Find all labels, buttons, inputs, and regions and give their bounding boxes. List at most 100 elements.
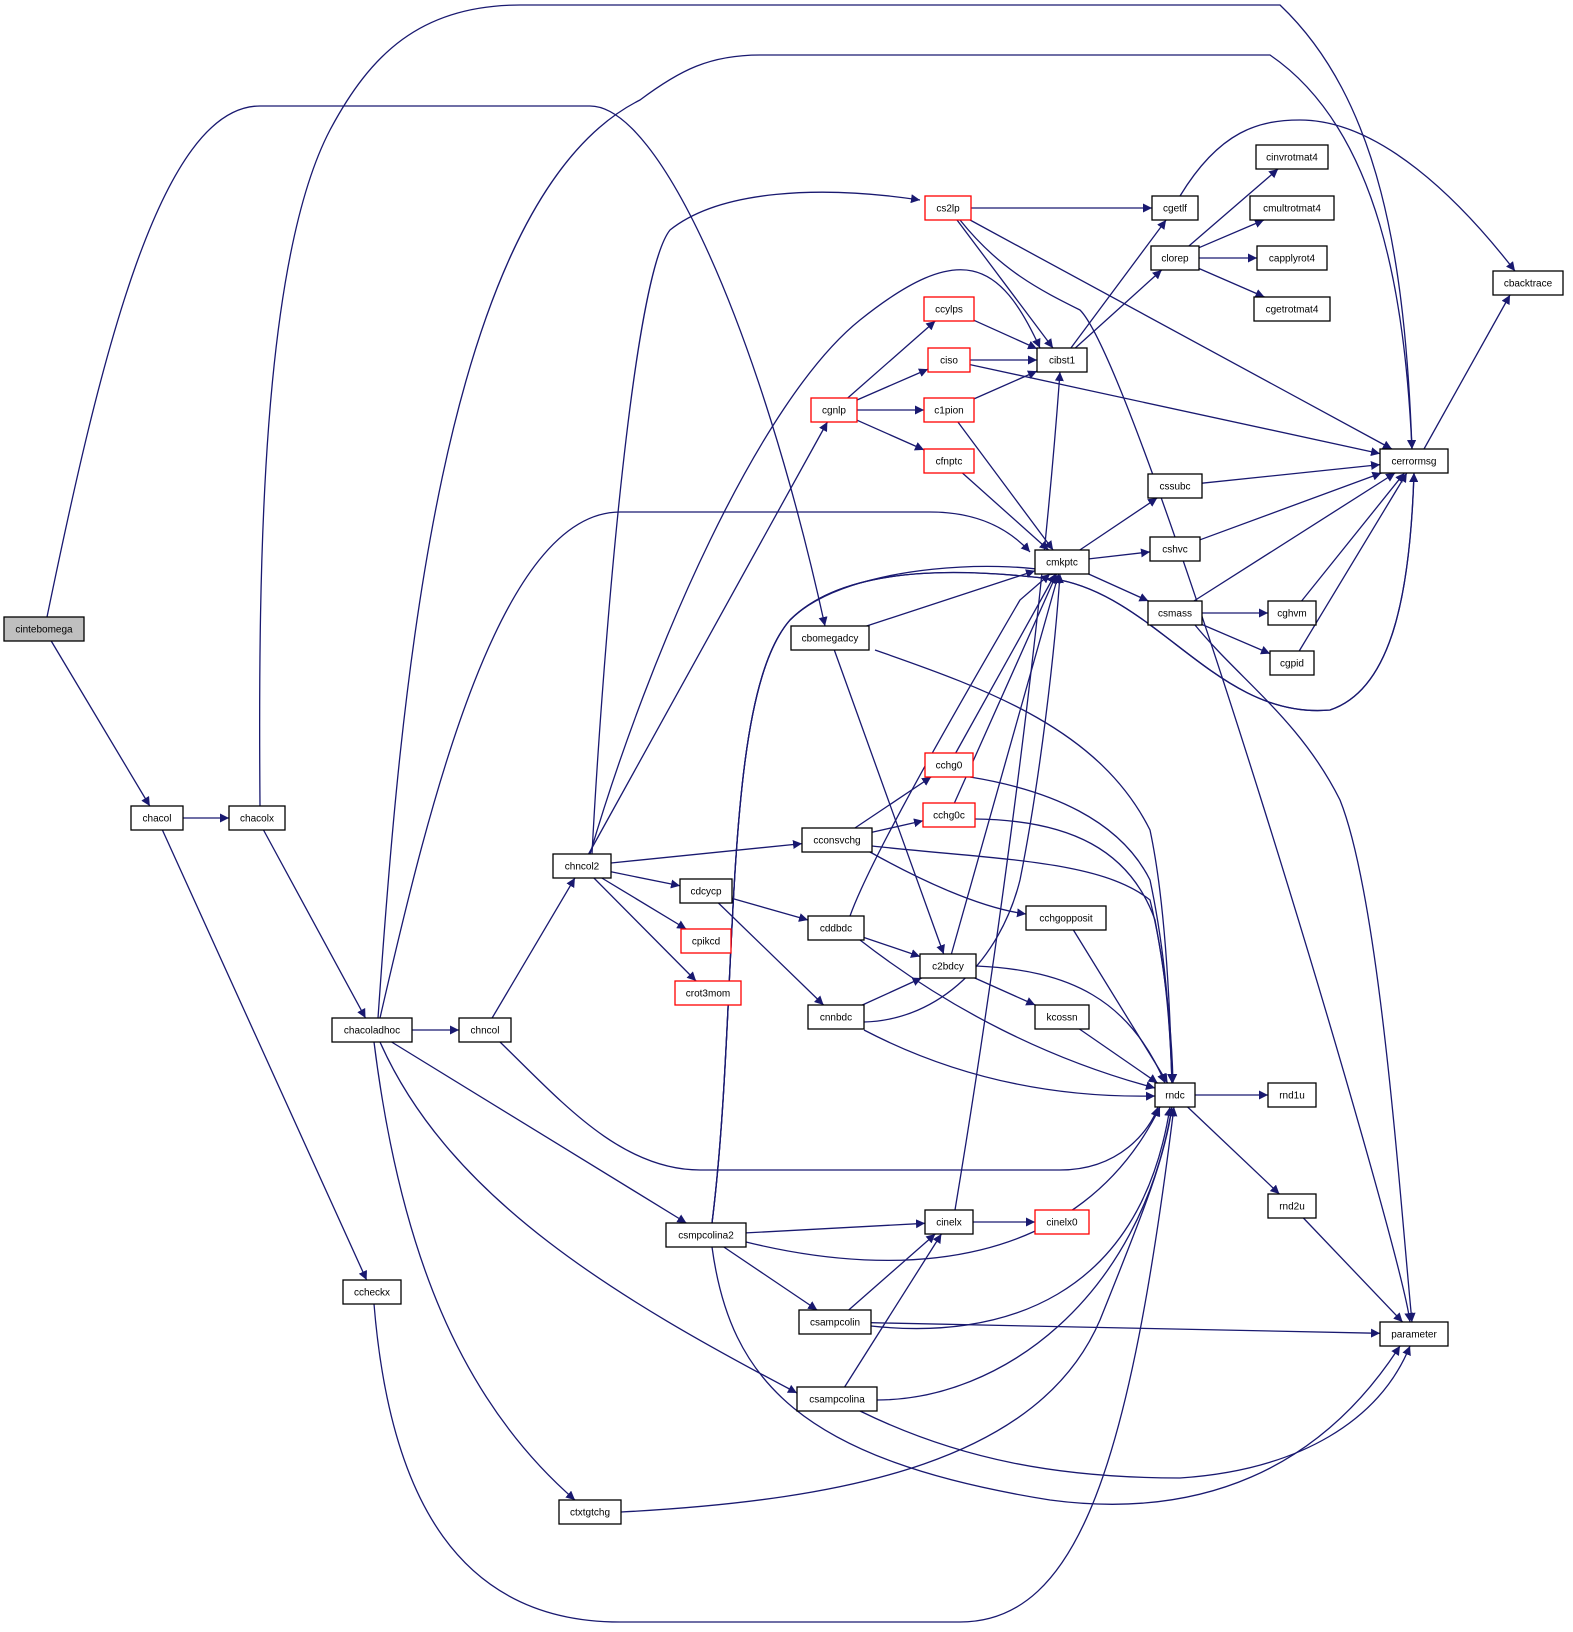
node-cgetrotmat4[interactable]: cgetrotmat4 bbox=[1253, 296, 1331, 322]
node-cs2lp[interactable]: cs2lp bbox=[924, 195, 972, 221]
node-cibst1[interactable]: cibst1 bbox=[1036, 347, 1088, 373]
node-box[interactable] bbox=[1253, 296, 1331, 322]
node-cinelx0[interactable]: cinelx0 bbox=[1034, 1209, 1090, 1235]
node-rnd2u[interactable]: rnd2u bbox=[1267, 1193, 1317, 1219]
node-box[interactable] bbox=[1034, 1004, 1090, 1030]
node-cssubc[interactable]: cssubc bbox=[1147, 473, 1203, 499]
node-crot3mom[interactable]: crot3mom bbox=[674, 980, 742, 1006]
node-cpikcd[interactable]: cpikcd bbox=[680, 928, 732, 954]
node-box[interactable] bbox=[807, 915, 865, 941]
node-csmass[interactable]: csmass bbox=[1147, 600, 1203, 626]
node-box[interactable] bbox=[331, 1017, 413, 1043]
node-cmultrotmat4[interactable]: cmultrotmat4 bbox=[1249, 195, 1335, 221]
node-box[interactable] bbox=[1147, 600, 1203, 626]
node-cddbdc[interactable]: cddbdc bbox=[807, 915, 865, 941]
node-rnd1u[interactable]: rnd1u bbox=[1267, 1082, 1317, 1108]
node-cchg0[interactable]: cchg0 bbox=[924, 752, 974, 778]
node-cgetlf[interactable]: cgetlf bbox=[1151, 195, 1199, 221]
node-box[interactable] bbox=[130, 805, 184, 831]
node-box[interactable] bbox=[1267, 1082, 1317, 1108]
node-csampcolin[interactable]: csampcolin bbox=[798, 1309, 872, 1335]
node-box[interactable] bbox=[458, 1017, 512, 1043]
node-box[interactable] bbox=[924, 1209, 974, 1235]
node-cchgopposit[interactable]: cchgopposit bbox=[1025, 905, 1107, 931]
node-c2bdcy[interactable]: c2bdcy bbox=[919, 953, 977, 979]
node-box[interactable] bbox=[1149, 536, 1201, 562]
node-box[interactable] bbox=[1036, 347, 1088, 373]
node-box[interactable] bbox=[796, 1386, 878, 1412]
node-rndc[interactable]: rndc bbox=[1154, 1082, 1196, 1108]
node-box[interactable] bbox=[923, 296, 975, 322]
node-chacoladhoc[interactable]: chacoladhoc bbox=[331, 1017, 413, 1043]
node-box[interactable] bbox=[1256, 245, 1328, 271]
node-box[interactable] bbox=[798, 1309, 872, 1335]
node-chncol[interactable]: chncol bbox=[458, 1017, 512, 1043]
node-cchg0c[interactable]: cchg0c bbox=[922, 802, 976, 828]
node-ccheckx[interactable]: ccheckx bbox=[342, 1279, 402, 1305]
node-csmpcolina2[interactable]: csmpcolina2 bbox=[665, 1222, 747, 1248]
node-box[interactable] bbox=[1025, 905, 1107, 931]
node-box[interactable] bbox=[1492, 270, 1564, 296]
node-box[interactable] bbox=[1255, 144, 1329, 170]
node-parameter[interactable]: parameter bbox=[1379, 1321, 1449, 1347]
node-box[interactable] bbox=[801, 827, 873, 853]
node-box[interactable] bbox=[1147, 473, 1203, 499]
node-box[interactable] bbox=[3, 616, 85, 642]
node-box[interactable] bbox=[1379, 448, 1449, 474]
node-cfnptc[interactable]: cfnptc bbox=[923, 448, 975, 474]
node-box[interactable] bbox=[923, 397, 975, 423]
node-cintebomega[interactable]: cintebomega bbox=[3, 616, 85, 642]
node-chncol2[interactable]: chncol2 bbox=[552, 853, 612, 879]
node-clorep[interactable]: clorep bbox=[1150, 245, 1200, 271]
node-box[interactable] bbox=[924, 752, 974, 778]
node-box[interactable] bbox=[552, 853, 612, 879]
node-box[interactable] bbox=[922, 802, 976, 828]
node-box[interactable] bbox=[679, 878, 733, 904]
node-ccylps[interactable]: ccylps bbox=[923, 296, 975, 322]
node-box[interactable] bbox=[1150, 245, 1200, 271]
node-kcossn[interactable]: kcossn bbox=[1034, 1004, 1090, 1030]
node-box[interactable] bbox=[1379, 1321, 1449, 1347]
node-cinelx[interactable]: cinelx bbox=[924, 1209, 974, 1235]
node-box[interactable] bbox=[1267, 600, 1317, 626]
node-box[interactable] bbox=[558, 1499, 622, 1525]
node-box[interactable] bbox=[790, 625, 870, 651]
node-ctxtgtchg[interactable]: ctxtgtchg bbox=[558, 1499, 622, 1525]
node-box[interactable] bbox=[923, 448, 975, 474]
node-cerrormsg[interactable]: cerrormsg bbox=[1379, 448, 1449, 474]
node-box[interactable] bbox=[228, 805, 286, 831]
node-cinvrotmat4[interactable]: cinvrotmat4 bbox=[1255, 144, 1329, 170]
node-chacolx[interactable]: chacolx bbox=[228, 805, 286, 831]
node-box[interactable] bbox=[1267, 1193, 1317, 1219]
node-cnnbdc[interactable]: cnnbdc bbox=[807, 1004, 865, 1030]
node-box[interactable] bbox=[807, 1004, 865, 1030]
node-box[interactable] bbox=[342, 1279, 402, 1305]
node-box[interactable] bbox=[927, 347, 971, 373]
node-box[interactable] bbox=[674, 980, 742, 1006]
node-cshvc[interactable]: cshvc bbox=[1149, 536, 1201, 562]
node-box[interactable] bbox=[1154, 1082, 1196, 1108]
node-box[interactable] bbox=[919, 953, 977, 979]
node-cdcycp[interactable]: cdcycp bbox=[679, 878, 733, 904]
node-cgnlp[interactable]: cgnlp bbox=[810, 397, 858, 423]
node-capplyrot4[interactable]: capplyrot4 bbox=[1256, 245, 1328, 271]
node-cbacktrace[interactable]: cbacktrace bbox=[1492, 270, 1564, 296]
node-c1pion[interactable]: c1pion bbox=[923, 397, 975, 423]
node-box[interactable] bbox=[680, 928, 732, 954]
node-box[interactable] bbox=[1151, 195, 1199, 221]
node-cconsvchg[interactable]: cconsvchg bbox=[801, 827, 873, 853]
node-box[interactable] bbox=[1269, 650, 1315, 676]
node-box[interactable] bbox=[1249, 195, 1335, 221]
node-box[interactable] bbox=[1034, 549, 1090, 575]
node-ciso[interactable]: ciso bbox=[927, 347, 971, 373]
node-cbomegadcy[interactable]: cbomegadcy bbox=[790, 625, 870, 651]
node-box[interactable] bbox=[810, 397, 858, 423]
node-box[interactable] bbox=[1034, 1209, 1090, 1235]
node-chacol[interactable]: chacol bbox=[130, 805, 184, 831]
node-cmkptc[interactable]: cmkptc bbox=[1034, 549, 1090, 575]
node-cghvm[interactable]: cghvm bbox=[1267, 600, 1317, 626]
node-box[interactable] bbox=[924, 195, 972, 221]
node-cgpid[interactable]: cgpid bbox=[1269, 650, 1315, 676]
node-csampcolina[interactable]: csampcolina bbox=[796, 1386, 878, 1412]
node-box[interactable] bbox=[665, 1222, 747, 1248]
